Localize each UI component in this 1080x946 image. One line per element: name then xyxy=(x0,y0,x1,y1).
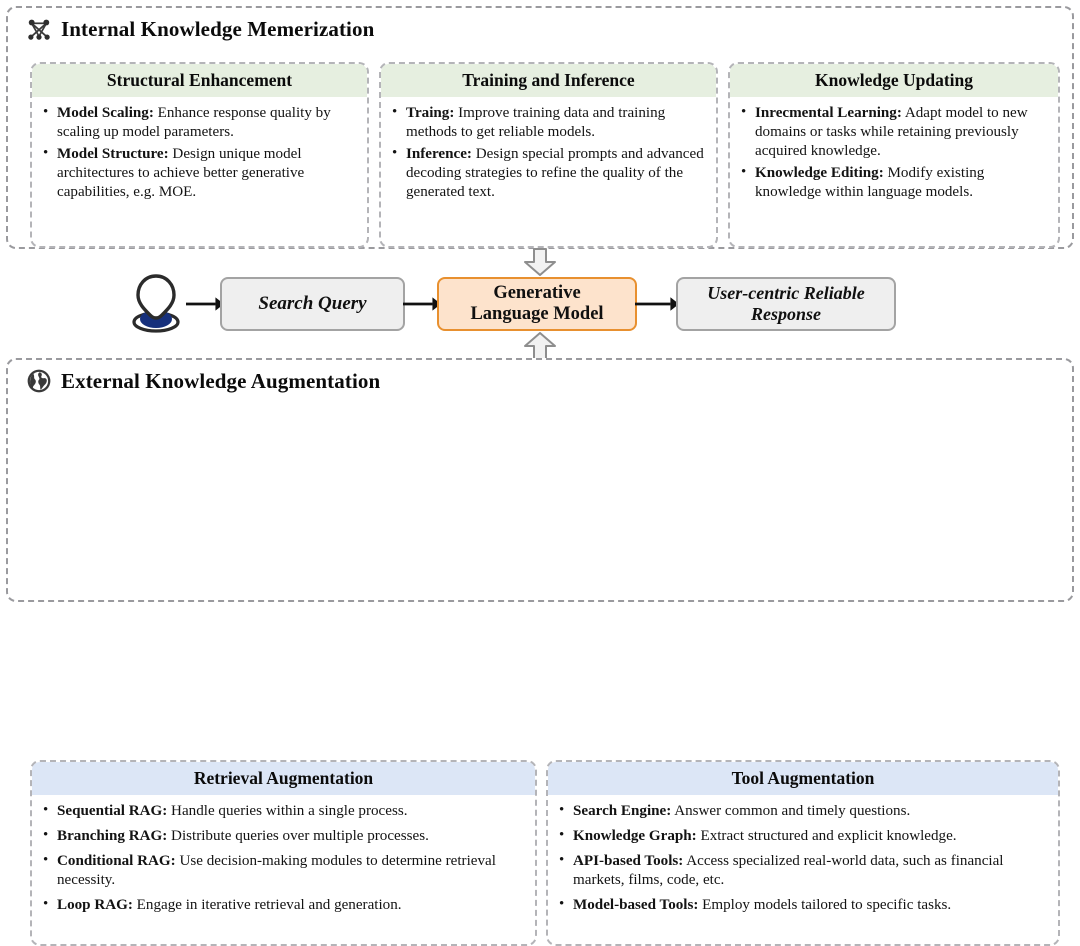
bullet-text: Extract structured and explicit knowledg… xyxy=(696,828,957,845)
bullet-term: Traing: xyxy=(406,105,455,122)
card-body: Search Engine: Answer common and timely … xyxy=(548,795,1058,926)
arrow-user-to-query-icon xyxy=(186,297,224,311)
card-body: Model Scaling: Enhance response quality … xyxy=(32,97,367,210)
bullet-term: Model Scaling: xyxy=(57,105,154,122)
box-user-centric-reliable-response[interactable]: User-centric Reliable Response xyxy=(676,277,896,331)
bullet-term: Knowledge Editing: xyxy=(755,165,884,182)
bullet-term: Model-based Tools: xyxy=(573,897,699,914)
bullet-text: Handle queries within a single process. xyxy=(167,803,408,820)
list-item: Traing: Improve training data and traini… xyxy=(391,103,708,142)
list-item: Branching RAG: Distribute queries over m… xyxy=(42,826,527,846)
bullet-term: Inference: xyxy=(406,146,472,163)
response-label-line1: User-centric Reliable xyxy=(707,283,865,304)
card-body: Traing: Improve training data and traini… xyxy=(381,97,716,210)
card-body: Sequential RAG: Handle queries within a … xyxy=(32,795,535,926)
card-structural-enhancement: Structural Enhancement Model Scaling: En… xyxy=(30,62,369,248)
card-retrieval-augmentation: Retrieval Augmentation Sequential RAG: H… xyxy=(30,760,537,946)
response-label-line2: Response xyxy=(750,304,821,324)
internal-section-header: Internal Knowledge Memerization xyxy=(26,14,374,44)
bullet-text: Improve training data and training metho… xyxy=(406,105,666,141)
diagram-canvas: Internal Knowledge Memerization Structur… xyxy=(0,0,1080,608)
external-section-header: External Knowledge Augmentation xyxy=(26,366,380,396)
bullet-text: Enhance response quality by scaling up m… xyxy=(57,105,331,141)
response-label: User-centric Reliable Response xyxy=(707,283,864,324)
external-section-title: External Knowledge Augmentation xyxy=(61,368,381,393)
bullet-list: Search Engine: Answer common and timely … xyxy=(558,801,1050,915)
bullet-term: Loop RAG: xyxy=(57,897,133,914)
card-knowledge-updating: Knowledge Updating Inrecmental Learning:… xyxy=(728,62,1060,248)
list-item: Inference: Design special prompts and ad… xyxy=(391,144,708,202)
bullet-term: Conditional RAG: xyxy=(57,853,176,870)
globe-icon xyxy=(27,369,51,393)
bullet-text: Answer common and timely questions. xyxy=(671,803,911,820)
bullet-text: Design unique model architectures to ach… xyxy=(57,146,305,201)
card-heading: Tool Augmentation xyxy=(548,762,1058,796)
user-person-icon xyxy=(132,274,180,333)
bullet-term: API-based Tools: xyxy=(573,853,684,870)
card-training-and-inference: Training and Inference Traing: Improve t… xyxy=(379,62,718,248)
bullet-text: Engage in iterative retrieval and genera… xyxy=(132,897,402,914)
bullet-term: Knowledge Graph: xyxy=(573,828,697,845)
internal-section-title: Internal Knowledge Memerization xyxy=(61,16,375,41)
bullet-list: Sequential RAG: Handle queries within a … xyxy=(42,801,527,915)
card-tool-augmentation: Tool Augmentation Search Engine: Answer … xyxy=(546,760,1060,946)
list-item: Search Engine: Answer common and timely … xyxy=(558,801,1050,821)
bullet-term: Sequential RAG: xyxy=(57,803,168,820)
card-heading: Structural Enhancement xyxy=(32,64,367,98)
list-item: Model Structure: Design unique model arc… xyxy=(42,144,359,202)
list-item: Inrecmental Learning: Adapt model to new… xyxy=(740,103,1050,161)
card-heading: Retrieval Augmentation xyxy=(32,762,535,796)
bullet-text: Design special prompts and advanced deco… xyxy=(406,146,704,201)
bullet-text: Employ models tailored to specific tasks… xyxy=(698,897,952,914)
bullet-term: Branching RAG: xyxy=(57,828,168,845)
bullet-term: Inrecmental Learning: xyxy=(755,105,902,122)
bullet-text: Adapt model to new domains or tasks whil… xyxy=(755,105,1028,160)
bullet-text: Distribute queries over multiple process… xyxy=(167,828,429,845)
block-arrow-up-icon xyxy=(524,332,556,360)
network-graph-icon xyxy=(28,19,50,40)
list-item: Knowledge Graph: Extract structured and … xyxy=(558,826,1050,846)
model-label-line1: Generative xyxy=(493,282,581,303)
arrow-query-to-model-icon xyxy=(403,297,441,311)
list-item: Knowledge Editing: Modify existing knowl… xyxy=(740,163,1050,202)
bullet-list: Inrecmental Learning: Adapt model to new… xyxy=(740,103,1050,202)
bullet-term: Search Engine: xyxy=(573,803,672,820)
list-item: Model-based Tools: Employ models tailore… xyxy=(558,895,1050,915)
card-heading: Training and Inference xyxy=(381,64,716,98)
box-generative-language-model[interactable]: Generative Language Model xyxy=(437,277,637,331)
list-item: Model Scaling: Enhance response quality … xyxy=(42,103,359,142)
bullet-list: Model Scaling: Enhance response quality … xyxy=(42,103,359,202)
block-arrow-down-icon xyxy=(524,248,556,276)
model-label-line2: Language Model xyxy=(470,304,604,324)
list-item: Sequential RAG: Handle queries within a … xyxy=(42,801,527,821)
bullet-text: Modify existing knowledge within languag… xyxy=(755,165,985,201)
section-internal-knowledge-memerization: Internal Knowledge Memerization Structur… xyxy=(6,6,1074,249)
bullet-list: Traing: Improve training data and traini… xyxy=(391,103,708,202)
card-body: Inrecmental Learning: Adapt model to new… xyxy=(730,97,1058,210)
list-item: Conditional RAG: Use decision-making mod… xyxy=(42,851,527,890)
box-search-query[interactable]: Search Query xyxy=(220,277,405,331)
card-heading: Knowledge Updating xyxy=(730,64,1058,98)
list-item: Loop RAG: Engage in iterative retrieval … xyxy=(42,895,527,915)
model-label: Generative Language Model xyxy=(470,283,603,325)
list-item: API-based Tools: Access specialized real… xyxy=(558,851,1050,890)
pipeline-flow: Search Query Generative Language Model U… xyxy=(0,248,1080,360)
bullet-term: Model Structure: xyxy=(57,146,169,163)
section-external-knowledge-augmentation: External Knowledge Augmentation Retrieva… xyxy=(6,358,1074,946)
arrow-model-to-response-icon xyxy=(635,297,679,311)
